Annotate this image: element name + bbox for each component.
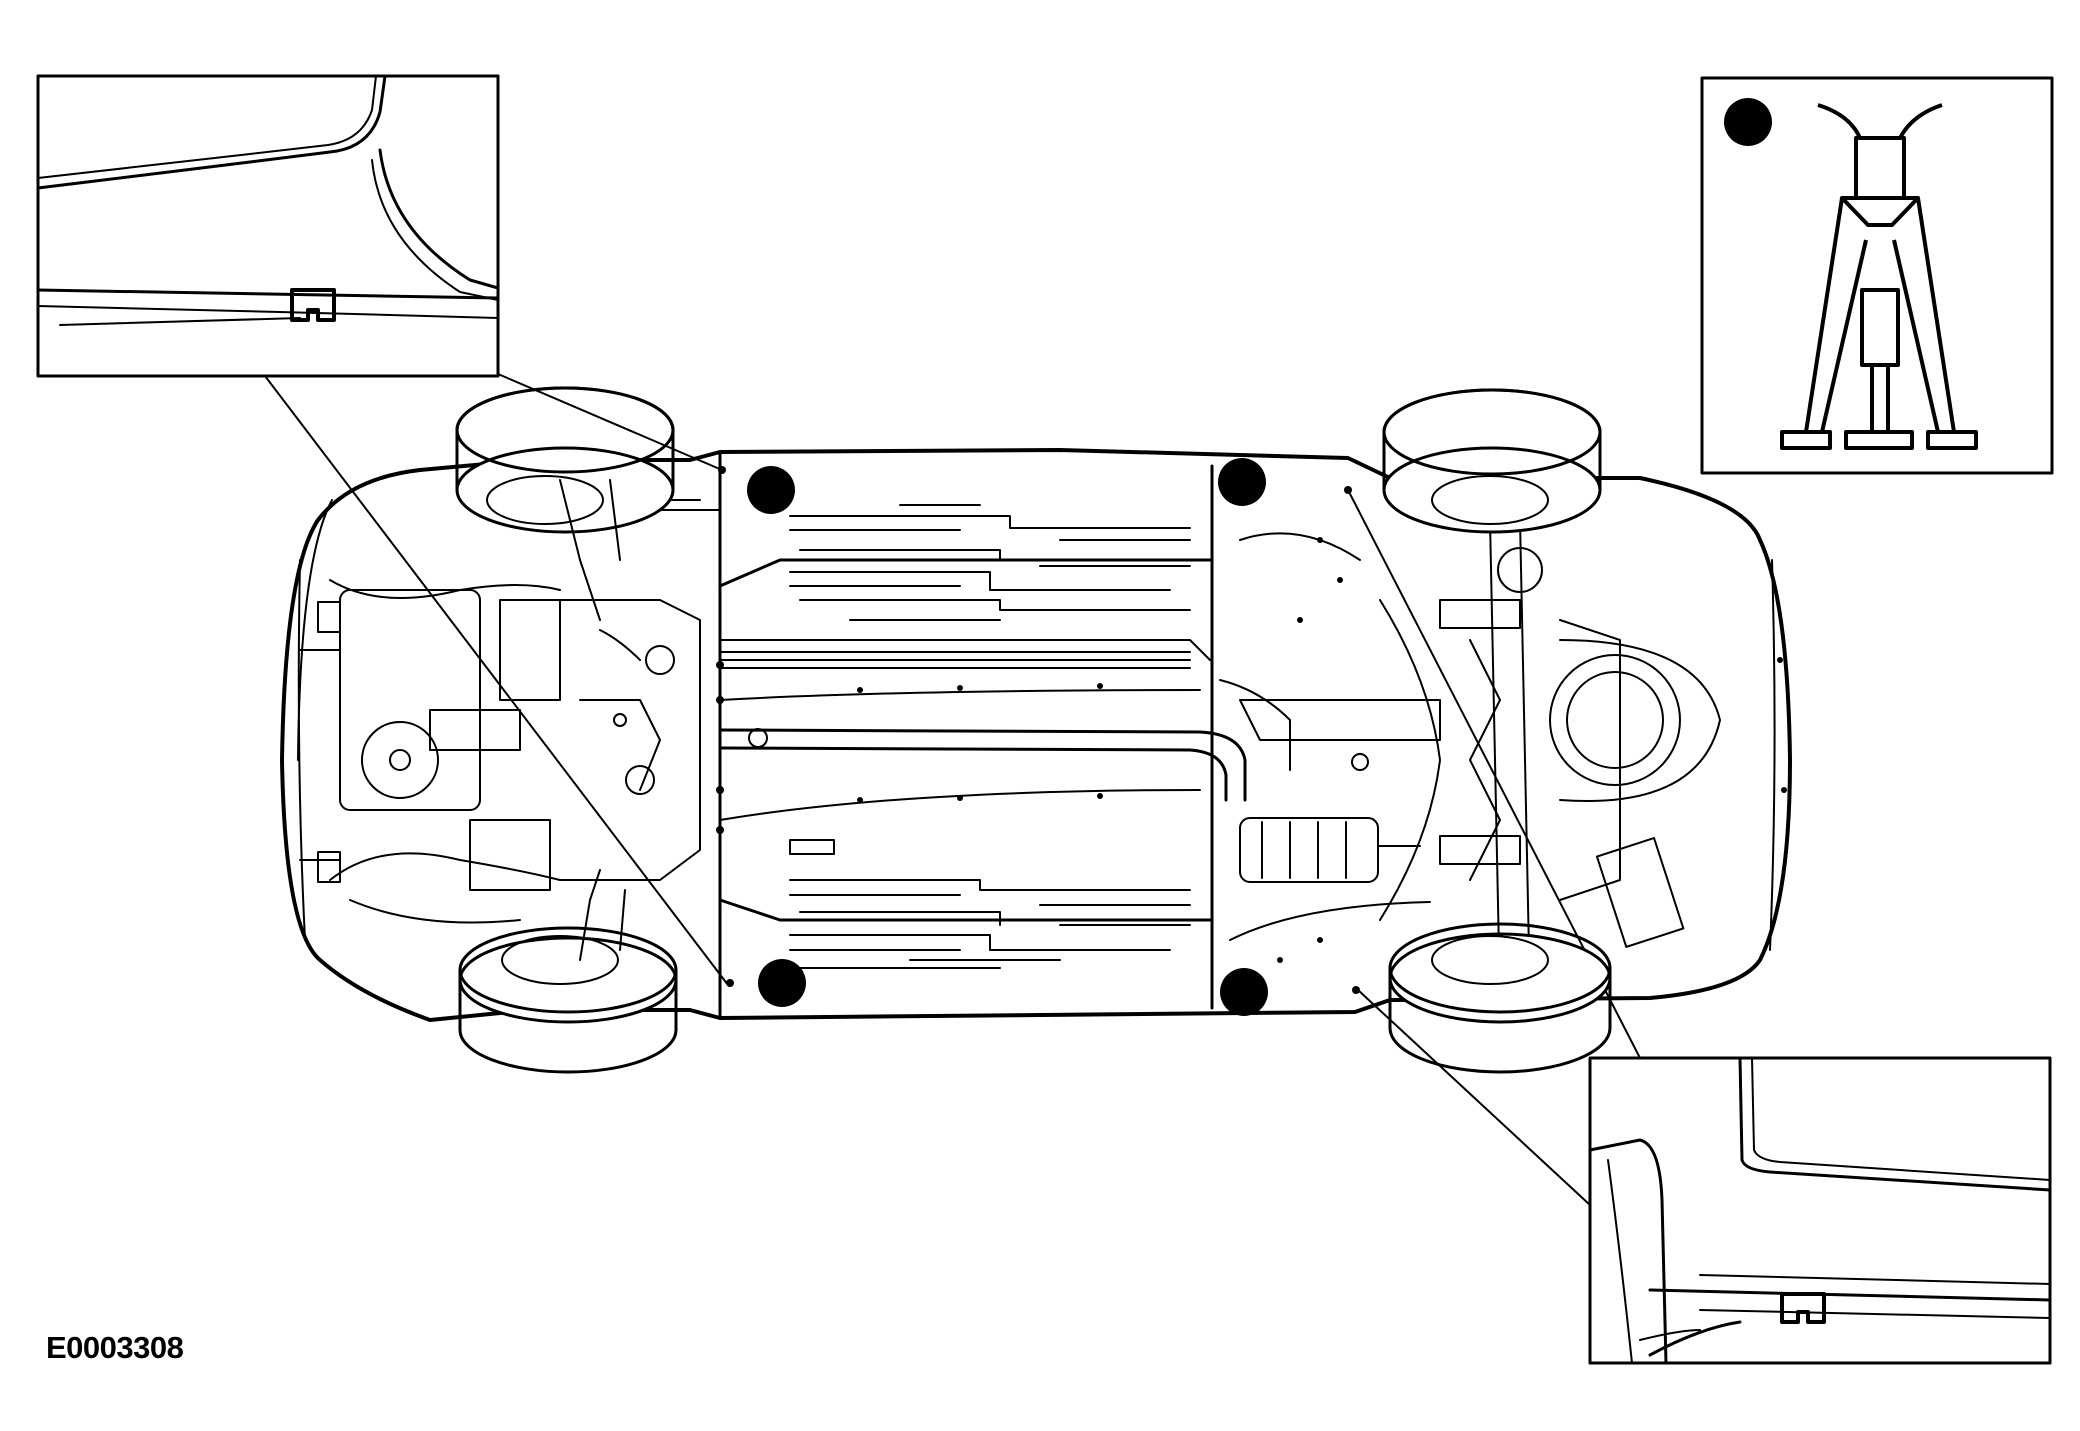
lift-points [747,458,1268,1016]
vehicle-underbody-icon [280,386,1792,1074]
jacking-bracket-icon [1780,1292,1826,1324]
wheel-rear-right [1388,922,1612,1074]
inset-rear-jacking-point [1588,1056,2052,1365]
lift-point-marker-icon [1218,458,1266,506]
lift-point-marker-icon [758,959,806,1007]
lift-point-marker-icon [1220,968,1268,1016]
lift-point-marker-icon [747,466,795,514]
lift-point-marker-icon [1724,98,1772,146]
wheel-front-right [458,869,678,1074]
inset-front-jacking-point [36,74,500,378]
wheel-rear-left [1382,388,1602,534]
jacking-bracket-icon [290,288,336,322]
inset-jack-stand [1700,76,2054,475]
figure-id-label: E0003308 [46,1330,184,1365]
jack-stand-icon [1780,103,1978,450]
wheel-front-left [455,386,675,621]
